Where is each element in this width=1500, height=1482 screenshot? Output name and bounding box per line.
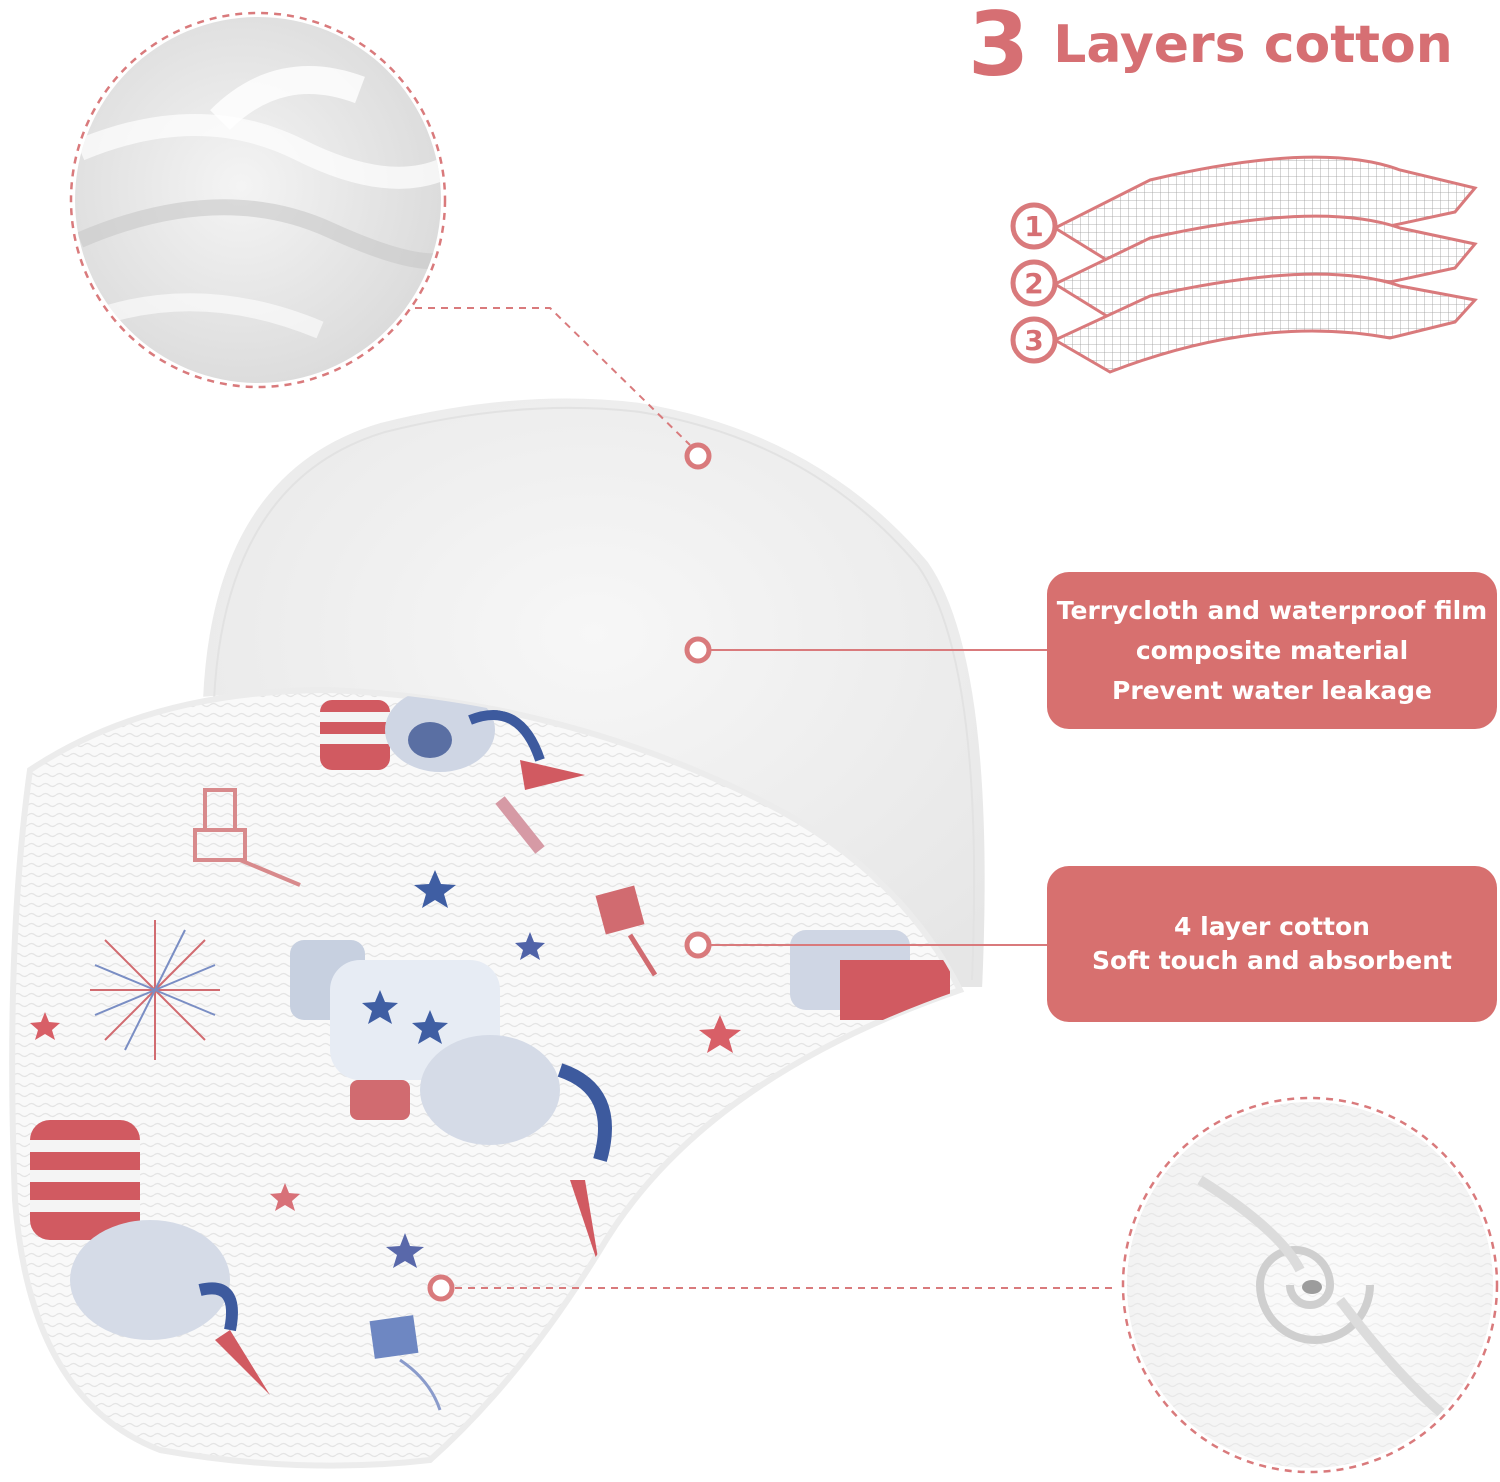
terry-zoom-circle [69, 11, 447, 389]
callout-cotton-line-2: Soft touch and absorbent [1092, 946, 1452, 975]
star-print [30, 870, 741, 1268]
callout-cotton: 4 layer cotton Soft touch and absorbent [1047, 866, 1497, 1022]
pattern-print [30, 690, 950, 1411]
callout-terrycloth-line-2: composite material [1135, 635, 1409, 665]
layers-diagram: 1 2 3 [1010, 155, 1478, 374]
leader-lines [415, 307, 1118, 1289]
printed-bib-front [9, 686, 965, 1469]
gift-print [595, 885, 658, 977]
callout-terrycloth-line-3: Prevent water leakage [1112, 675, 1432, 705]
callout-cotton-line-1: 4 layer cotton [1174, 912, 1370, 941]
callout-terrycloth-line-1: Terrycloth and waterproof film [1056, 595, 1488, 625]
layer-badge-1-label: 1 [1024, 210, 1043, 243]
layer-badge-3-label: 3 [1024, 324, 1043, 357]
firework-print [90, 920, 220, 1060]
callout-terrycloth: Terrycloth and waterproof film composite… [1047, 572, 1497, 729]
lantern-print [369, 1315, 442, 1411]
layer-badge-3 [1010, 316, 1058, 364]
unicorn-figure [30, 1120, 270, 1395]
marker-dots [427, 442, 712, 1302]
title-number: 3 [968, 0, 1029, 96]
tower-print [193, 788, 301, 887]
title-text: Layers cotton [1053, 15, 1453, 75]
page-title: 3 Layers cotton [968, 0, 1453, 90]
unicorn-figure [320, 690, 585, 854]
unicorn-figure [290, 940, 612, 1270]
layer-badge-2-label: 2 [1024, 267, 1043, 300]
layer-badge-2 [1010, 259, 1058, 307]
muslin-zoom-circle [1121, 1096, 1499, 1474]
layer-badge-1 [1010, 202, 1058, 250]
